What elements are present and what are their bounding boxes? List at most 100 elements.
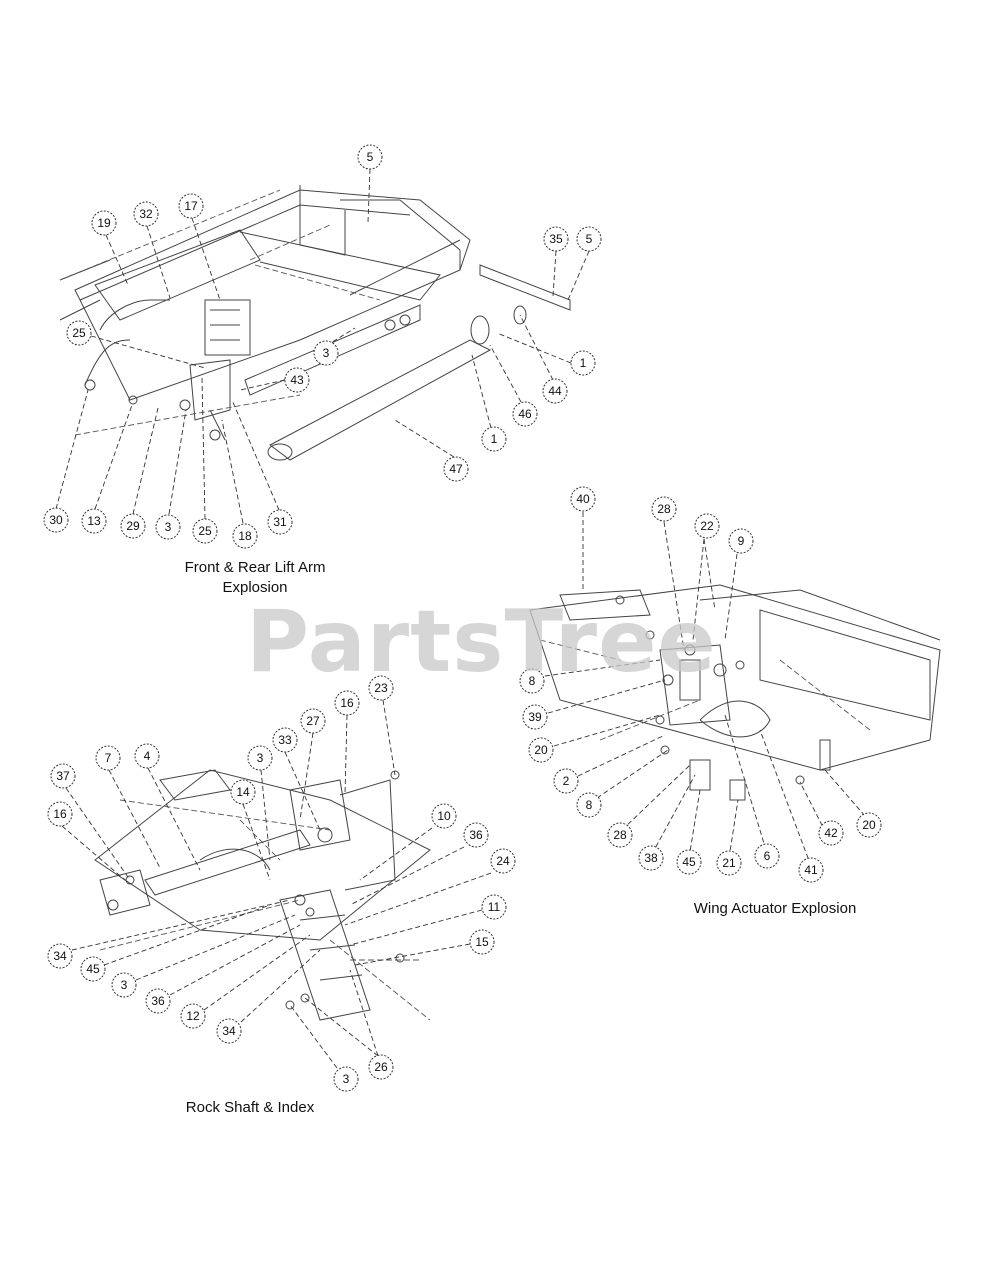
callout: 3 xyxy=(247,745,273,771)
lift-arm-drawing xyxy=(59,185,571,461)
watermark: PartsTree xyxy=(246,592,717,692)
callout-number: 40 xyxy=(576,492,590,506)
callout: 5 xyxy=(357,144,383,170)
callout-number: 8 xyxy=(586,798,593,812)
callout: 20 xyxy=(528,737,554,763)
callout-number: 16 xyxy=(340,696,354,710)
callout: 13 xyxy=(81,508,107,534)
callout-number: 39 xyxy=(528,710,542,724)
callout-number: 11 xyxy=(488,900,501,914)
callout: 12 xyxy=(180,1003,206,1029)
callout: 33 xyxy=(272,727,298,753)
callout: 29 xyxy=(120,513,146,539)
callout-number: 25 xyxy=(72,326,86,340)
caption-wing-actuator: Wing Actuator Explosion xyxy=(693,900,857,917)
callout: 8 xyxy=(576,792,602,818)
callout: 10 xyxy=(431,803,457,829)
callout: 1 xyxy=(481,426,507,452)
callout: 30 xyxy=(43,507,69,533)
callout: 25 xyxy=(66,320,92,346)
callout: 3 xyxy=(111,972,137,998)
callout: 23 xyxy=(368,675,394,701)
callout: 9 xyxy=(728,528,754,554)
callout-number: 5 xyxy=(586,232,593,246)
callout: 14 xyxy=(230,779,256,805)
callout-number: 20 xyxy=(534,743,548,757)
callout-number: 3 xyxy=(323,346,330,360)
callout-number: 34 xyxy=(222,1024,236,1038)
callout-number: 18 xyxy=(238,529,252,543)
callout-number: 13 xyxy=(87,514,101,528)
callout-number: 36 xyxy=(469,828,483,842)
callout: 28 xyxy=(607,822,633,848)
callout: 15 xyxy=(469,929,495,955)
callout-number: 2 xyxy=(563,774,570,788)
callout: 36 xyxy=(463,822,489,848)
callout: 36 xyxy=(145,988,171,1014)
callout: 28 xyxy=(651,496,677,522)
callout: 3 xyxy=(155,514,181,540)
callout: 26 xyxy=(368,1054,394,1080)
callout-number: 27 xyxy=(306,714,320,728)
callout: 16 xyxy=(47,801,73,827)
callout: 24 xyxy=(490,848,516,874)
callout: 45 xyxy=(80,956,106,982)
callout-number: 30 xyxy=(49,513,63,527)
callout-number: 7 xyxy=(105,751,112,765)
callout: 3 xyxy=(313,340,339,366)
callout: 22 xyxy=(694,513,720,539)
callout-number: 6 xyxy=(764,849,771,863)
callout: 41 xyxy=(798,857,824,883)
callout-number: 43 xyxy=(290,373,304,387)
callout-number: 36 xyxy=(151,994,165,1008)
callouts-lift-arm: 5 19 32 17 35 5 25 3 1 43 44 46 1 47 30 … xyxy=(43,144,602,549)
caption-rock-shaft: Rock Shaft & Index xyxy=(185,1099,315,1116)
callout: 5 xyxy=(576,226,602,252)
callout: 34 xyxy=(216,1018,242,1044)
callout-number: 47 xyxy=(449,462,463,476)
callout-number: 26 xyxy=(374,1060,388,1074)
callout-number: 32 xyxy=(139,207,153,221)
rock-shaft-drawing xyxy=(94,769,431,1021)
callout: 42 xyxy=(818,820,844,846)
callout-number: 45 xyxy=(682,855,696,869)
callout-number: 3 xyxy=(165,520,172,534)
callout-number: 3 xyxy=(257,751,264,765)
callout-number: 5 xyxy=(367,150,374,164)
callout: 4 xyxy=(134,743,160,769)
callouts-wing-actuator: 40 28 22 9 8 39 20 2 8 28 38 45 21 6 41 … xyxy=(519,486,882,883)
callout-number: 23 xyxy=(374,681,388,695)
callout: 3 xyxy=(333,1066,359,1092)
callouts-rock-shaft: 23 16 27 33 7 4 3 37 14 16 10 36 24 11 1… xyxy=(47,675,516,1092)
callout-number: 37 xyxy=(56,769,70,783)
callout: 38 xyxy=(638,845,664,871)
callout: 31 xyxy=(267,509,293,535)
callout: 39 xyxy=(522,704,548,730)
callout: 11 xyxy=(481,894,507,920)
callout-number: 35 xyxy=(549,232,563,246)
callout: 19 xyxy=(91,210,117,236)
callout: 8 xyxy=(519,668,545,694)
callout: 27 xyxy=(300,708,326,734)
callout: 7 xyxy=(95,745,121,771)
leader-lines xyxy=(55,168,866,1069)
callout-number: 3 xyxy=(343,1072,350,1086)
callout: 37 xyxy=(50,763,76,789)
callout-number: 16 xyxy=(53,807,67,821)
callout-number: 1 xyxy=(491,432,498,446)
callout-number: 34 xyxy=(53,949,67,963)
callout-number: 46 xyxy=(518,407,532,421)
callout-number: 31 xyxy=(273,515,287,529)
callout-number: 25 xyxy=(198,524,212,538)
callout-number: 28 xyxy=(657,502,671,516)
callout: 32 xyxy=(133,201,159,227)
callout: 21 xyxy=(716,850,742,876)
callout-number: 42 xyxy=(824,826,838,840)
callout-number: 10 xyxy=(437,809,451,823)
callout: 1 xyxy=(570,350,596,376)
callout: 6 xyxy=(754,843,780,869)
callout: 44 xyxy=(542,378,568,404)
callout-number: 21 xyxy=(722,856,736,870)
callout: 40 xyxy=(570,486,596,512)
callout: 18 xyxy=(232,523,258,549)
